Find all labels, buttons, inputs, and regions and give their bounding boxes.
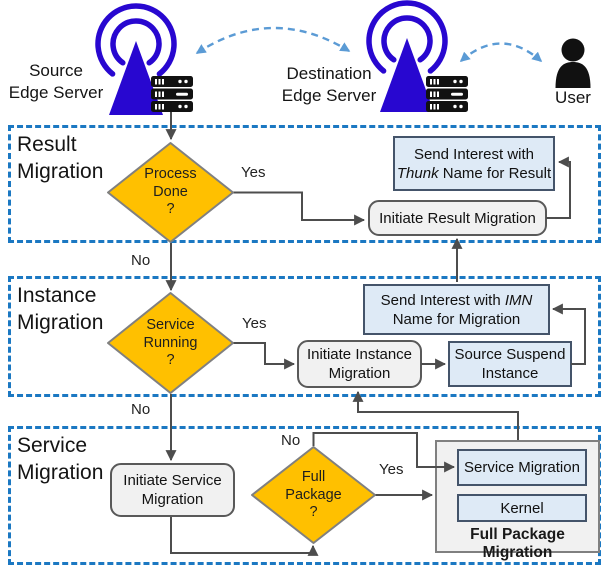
- source-antenna-icon: [98, 6, 174, 115]
- destination-server-rack-icon: [426, 76, 468, 112]
- full-package-migration-label: Full Package Migration: [470, 526, 565, 561]
- source-destination-link-icon: [195, 26, 351, 55]
- send-interest-thunk-box: Send Interest with Thunk Name for Result: [393, 136, 555, 191]
- source-edge-server-label: Source Edge Server: [8, 61, 104, 102]
- kernel-inner-box: Kernel: [457, 494, 587, 522]
- destination-edge-server-label: Destination Edge Server: [281, 64, 377, 105]
- source-server-rack-icon: [151, 76, 193, 112]
- process-no-label: No: [131, 252, 151, 269]
- initiate-instance-line1: Initiate Instance: [306, 346, 413, 363]
- initiate-instance-line2: Migration: [328, 365, 391, 382]
- service-migration-title: Service Migration: [17, 434, 104, 484]
- initiate-result-migration-label: Initiate Result Migration: [379, 209, 536, 227]
- service-running-text: Service Running ?: [143, 317, 198, 368]
- user-icon: [555, 38, 591, 88]
- initiate-result-migration-box: Initiate Result Migration: [368, 200, 547, 236]
- initiate-instance-migration-box: Initiate Instance Migration: [297, 340, 422, 388]
- full-package-text: Full Package ?: [285, 469, 342, 520]
- source-suspend-instance-box: Source Suspend Instance: [448, 341, 572, 387]
- send-interest-thunk-line1: Send Interest with: [413, 145, 535, 163]
- service-migration-inner-box: Service Migration: [457, 449, 587, 486]
- running-yes-label: Yes: [242, 315, 267, 332]
- send-interest-imn-line1: Send Interest with IMN: [380, 291, 533, 309]
- initiate-service-line1: Initiate Service: [123, 472, 222, 489]
- kernel-inner-label: Kernel: [500, 499, 544, 517]
- initiate-service-migration-box: Initiate Service Migration: [110, 463, 235, 517]
- destination-user-link-icon: [459, 42, 543, 62]
- instance-migration-title: Instance Migration: [17, 284, 104, 334]
- service-migration-inner-label: Service Migration: [464, 459, 580, 476]
- user-label: User: [555, 88, 591, 107]
- result-migration-section: [8, 125, 601, 243]
- send-interest-imn-line2: Name for Migration: [392, 310, 521, 328]
- source-suspend-line2: Instance: [481, 365, 539, 382]
- source-suspend-line1: Source Suspend: [454, 346, 566, 363]
- running-no-label: No: [131, 401, 151, 418]
- instance-migration-section: [8, 276, 601, 397]
- send-interest-thunk-line2: Thunk Name for Result: [396, 164, 552, 182]
- initiate-service-line2: Migration: [141, 491, 204, 508]
- process-done-text: Process Done ?: [144, 166, 197, 217]
- result-migration-title: Result Migration: [17, 133, 104, 183]
- process-yes-label: Yes: [241, 164, 266, 181]
- package-no-label: No: [281, 432, 301, 449]
- send-interest-imn-box: Send Interest with IMN Name for Migratio…: [363, 284, 550, 335]
- package-yes-label: Yes: [379, 461, 404, 478]
